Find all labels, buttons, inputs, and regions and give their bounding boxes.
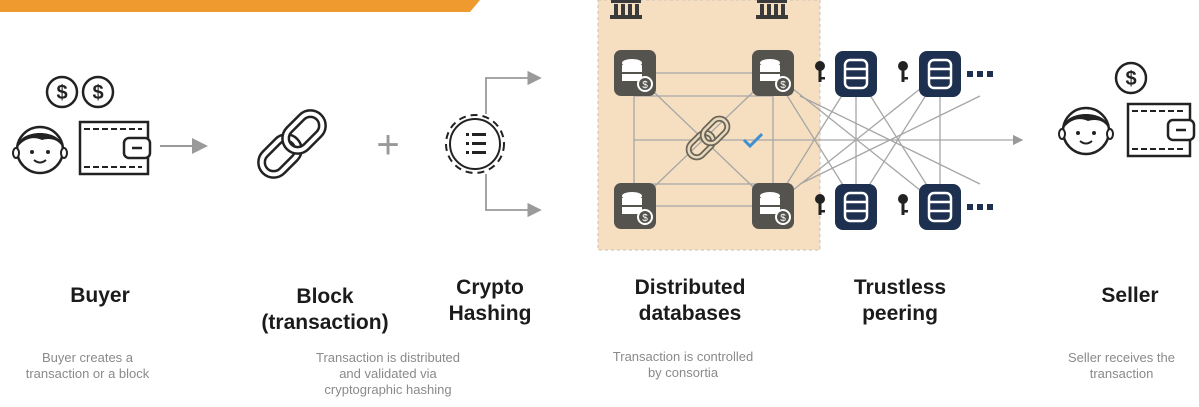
buyer-group: $ $ [12, 75, 152, 176]
dollar-symbol: $ [780, 213, 786, 224]
wallet-icon [78, 120, 152, 176]
checkmark-icon [742, 132, 764, 149]
dollar-coin-icon: $ [45, 75, 79, 109]
database-icon: $ [614, 50, 656, 96]
diagram: $ $ + [12, 0, 1196, 251]
step-title-distributed: Distributed databases [634, 276, 746, 325]
wallet-icon [1126, 102, 1196, 158]
dollar-coin-icon: $ [81, 75, 115, 109]
seller-group: $ [1058, 61, 1196, 158]
step-title-buyer: Buyer [70, 284, 130, 307]
dollar-symbol: $ [642, 80, 648, 91]
step-title-block: Block (transaction) [261, 285, 389, 334]
step-description-buyer: Buyer creates a transaction or a block [25, 350, 150, 381]
face-icon [1058, 106, 1114, 156]
dollar-symbol: $ [56, 82, 67, 104]
step-description-seller: Seller receives the transaction [1068, 350, 1175, 381]
dollar-symbol: $ [780, 80, 786, 91]
bank-icon [610, 0, 642, 19]
gear-list-icon [445, 114, 505, 174]
dollar-symbol: $ [642, 213, 648, 224]
ellipsis-dots [967, 71, 993, 210]
database-icon: $ [752, 183, 794, 229]
hashing-output-arrows [485, 70, 542, 218]
step-title-trustless: Trustless peering [853, 276, 947, 325]
step-description-block: Transaction is distributed and validated… [315, 350, 461, 397]
database-icon [919, 51, 961, 97]
database-icon [919, 184, 961, 230]
top-banner [0, 0, 480, 12]
key-icon [815, 61, 825, 82]
step-title-hashing: Crypto Hashing [448, 276, 532, 325]
dollar-symbol: $ [92, 82, 103, 104]
chain-link-icon [257, 109, 327, 179]
face-icon [12, 125, 68, 175]
key-icon [898, 194, 908, 215]
key-icon [898, 61, 908, 82]
step-description-distributed: Transaction is controlled by consortia [612, 349, 754, 380]
step-title-seller: Seller [1101, 284, 1159, 307]
database-icon: $ [614, 183, 656, 229]
chain-link-icon [685, 115, 731, 161]
bank-icon [756, 0, 788, 19]
database-icon [835, 51, 877, 97]
dollar-symbol: $ [1125, 68, 1136, 90]
plus-sign: + [376, 123, 399, 167]
database-icon [835, 184, 877, 230]
dollar-coin-icon: $ [1114, 61, 1148, 95]
key-icon [815, 194, 825, 215]
database-icon: $ [752, 50, 794, 96]
